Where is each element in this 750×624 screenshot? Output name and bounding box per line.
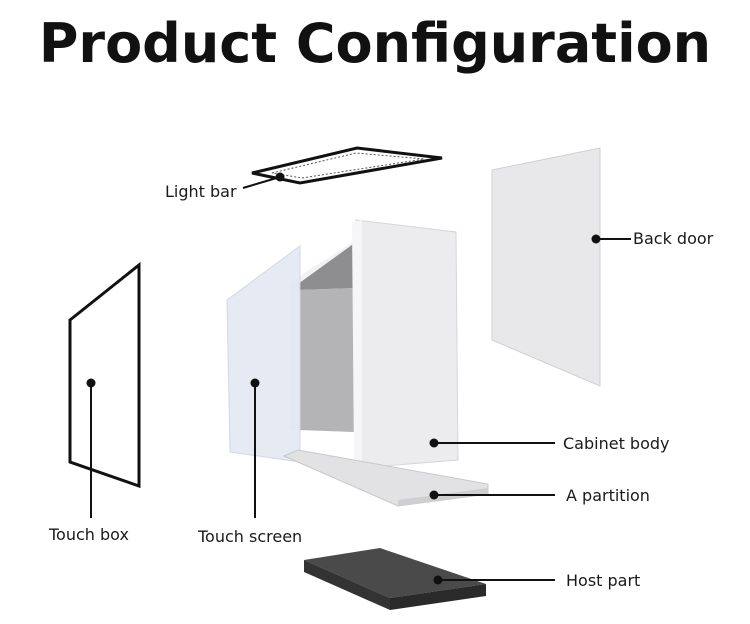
label-light-bar: Light bar bbox=[165, 182, 237, 201]
label-cabinet-body: Cabinet body bbox=[563, 434, 670, 453]
back-door-part bbox=[491, 147, 601, 387]
light-bar-part bbox=[251, 146, 443, 185]
touch-box-part bbox=[68, 261, 141, 489]
label-host-part: Host part bbox=[566, 571, 641, 590]
cabinet-body-part bbox=[290, 219, 459, 469]
label-back-door: Back door bbox=[633, 229, 714, 248]
page-title: Product Configuration bbox=[38, 12, 712, 75]
label-touch-box: Touch box bbox=[49, 525, 129, 544]
leader-lines bbox=[86, 172, 631, 585]
host-part bbox=[304, 548, 486, 610]
touch-screen-part bbox=[226, 245, 301, 463]
label-a-partition: A partition bbox=[566, 486, 650, 505]
label-touch-screen: Touch screen bbox=[198, 527, 303, 546]
